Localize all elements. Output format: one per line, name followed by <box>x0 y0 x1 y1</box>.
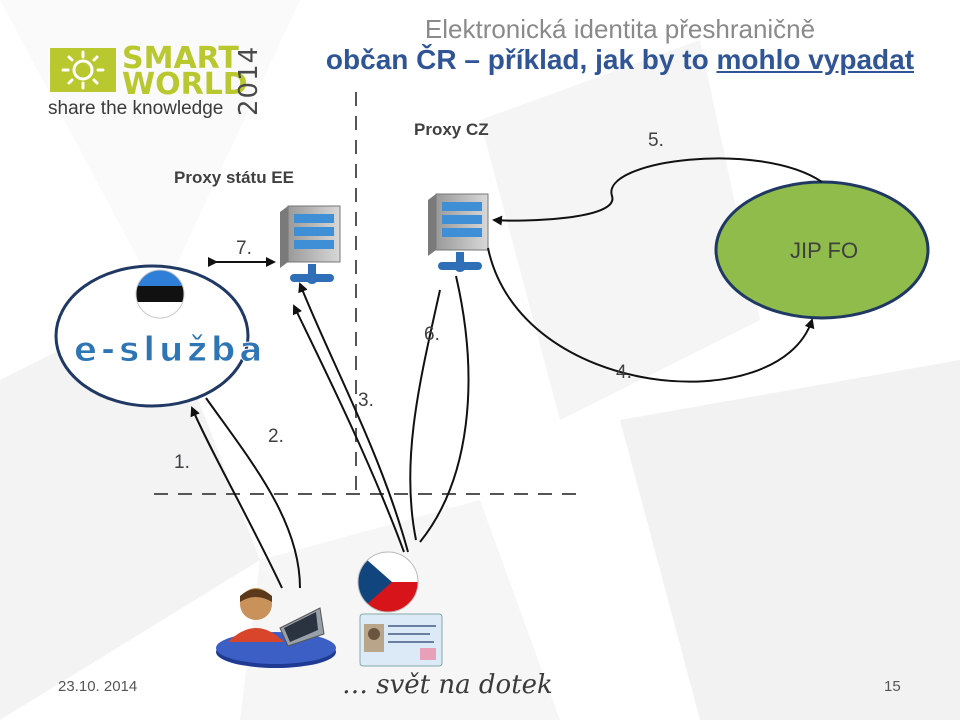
arrow-step-4 <box>487 247 815 383</box>
arrow-step-3 <box>298 282 409 553</box>
arrow-step-6b <box>419 275 470 543</box>
sun-icon <box>50 48 116 92</box>
step-label-1: 1. <box>174 452 190 473</box>
estonia-flag-icon <box>135 269 185 319</box>
arrow-step-2 <box>205 397 301 589</box>
proxy-ee-label: Proxy státu EE <box>174 168 294 187</box>
logo-tagline: share the knowledge <box>48 98 224 119</box>
arrow-step-1 <box>190 406 283 589</box>
step-label-4: 4. <box>616 362 632 383</box>
footer-motto: … svět na dotek <box>342 670 553 700</box>
arrow-step-6 <box>409 289 441 541</box>
arrow-step-5 <box>492 157 823 226</box>
page-number: 15 <box>884 678 901 695</box>
step-label-2: 2. <box>268 426 284 447</box>
logo-word-smart: SMART <box>122 41 239 76</box>
server-ee-icon <box>280 205 341 284</box>
arrow-step-3b <box>292 304 405 553</box>
step-label-5: 5. <box>648 130 664 151</box>
step-label-7: 7. <box>236 238 252 259</box>
server-cz-icon <box>428 193 489 272</box>
eservice-label: e-služba <box>73 330 267 371</box>
proxy-cz-label: Proxy CZ <box>414 120 489 139</box>
step-label-3: 3. <box>358 390 374 411</box>
user-with-laptop-icon <box>216 588 336 668</box>
slide-title-underlined-part: mohlo vypadat <box>716 44 915 75</box>
smart-world-logo: SMART WORLD share the knowledge 2014 <box>48 44 268 120</box>
footer-date: 23.10. 2014 <box>58 678 138 695</box>
czech-flag-icon <box>357 551 419 613</box>
step-label-6: 6. <box>424 324 440 345</box>
logo-word-world: WORLD <box>122 67 248 102</box>
jip-fo-label: JIP FO <box>790 238 859 263</box>
slide-title-line2-text: občan ČR – příklad, jak by to mohlo vypa… <box>325 44 915 75</box>
eservice-ellipse <box>54 264 250 408</box>
id-card-icon <box>359 613 443 667</box>
slide-title-line2: občan ČR – příklad, jak by to mohlo vypa… <box>300 44 940 76</box>
slide-title-line1: Elektronická identita přeshraničně <box>424 14 816 44</box>
